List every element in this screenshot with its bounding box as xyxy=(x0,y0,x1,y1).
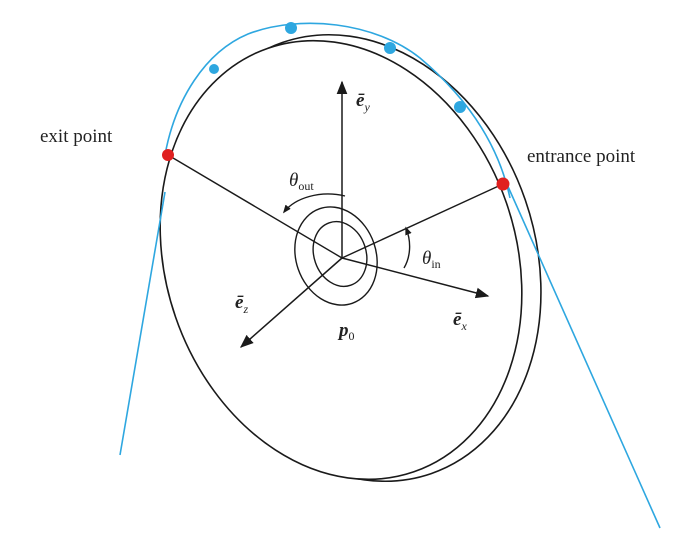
entrance-point-label: entrance point xyxy=(527,146,636,167)
hub-inner xyxy=(312,220,368,288)
belt-point xyxy=(454,101,466,113)
axis-ez xyxy=(239,257,343,348)
theta-out-label: θout xyxy=(289,170,314,193)
theta-out-arrow xyxy=(282,193,346,214)
belt-point xyxy=(285,22,297,34)
hub-center-label: p0 xyxy=(337,320,355,343)
belt-exit-span xyxy=(119,191,166,456)
theta-in-label: θin xyxy=(422,248,441,271)
axis-ex xyxy=(341,257,490,299)
wheel-front-face xyxy=(159,39,523,481)
entrance-point-marker xyxy=(496,177,510,191)
belt-point xyxy=(209,64,219,74)
axis-ey-label: ēy xyxy=(356,90,370,114)
belt-entrance-span xyxy=(505,181,661,529)
belt-wrap-arc xyxy=(164,22,511,199)
axis-ex-label: ēx xyxy=(453,309,467,333)
belt-point xyxy=(384,42,396,54)
axis-ez-label: ēz xyxy=(235,292,248,316)
radius-exit xyxy=(167,154,343,259)
theta-in-arrow xyxy=(403,226,412,269)
radius-entrance xyxy=(341,183,504,259)
exit-point-label: exit point xyxy=(40,126,113,147)
exit-point-marker xyxy=(162,149,174,161)
